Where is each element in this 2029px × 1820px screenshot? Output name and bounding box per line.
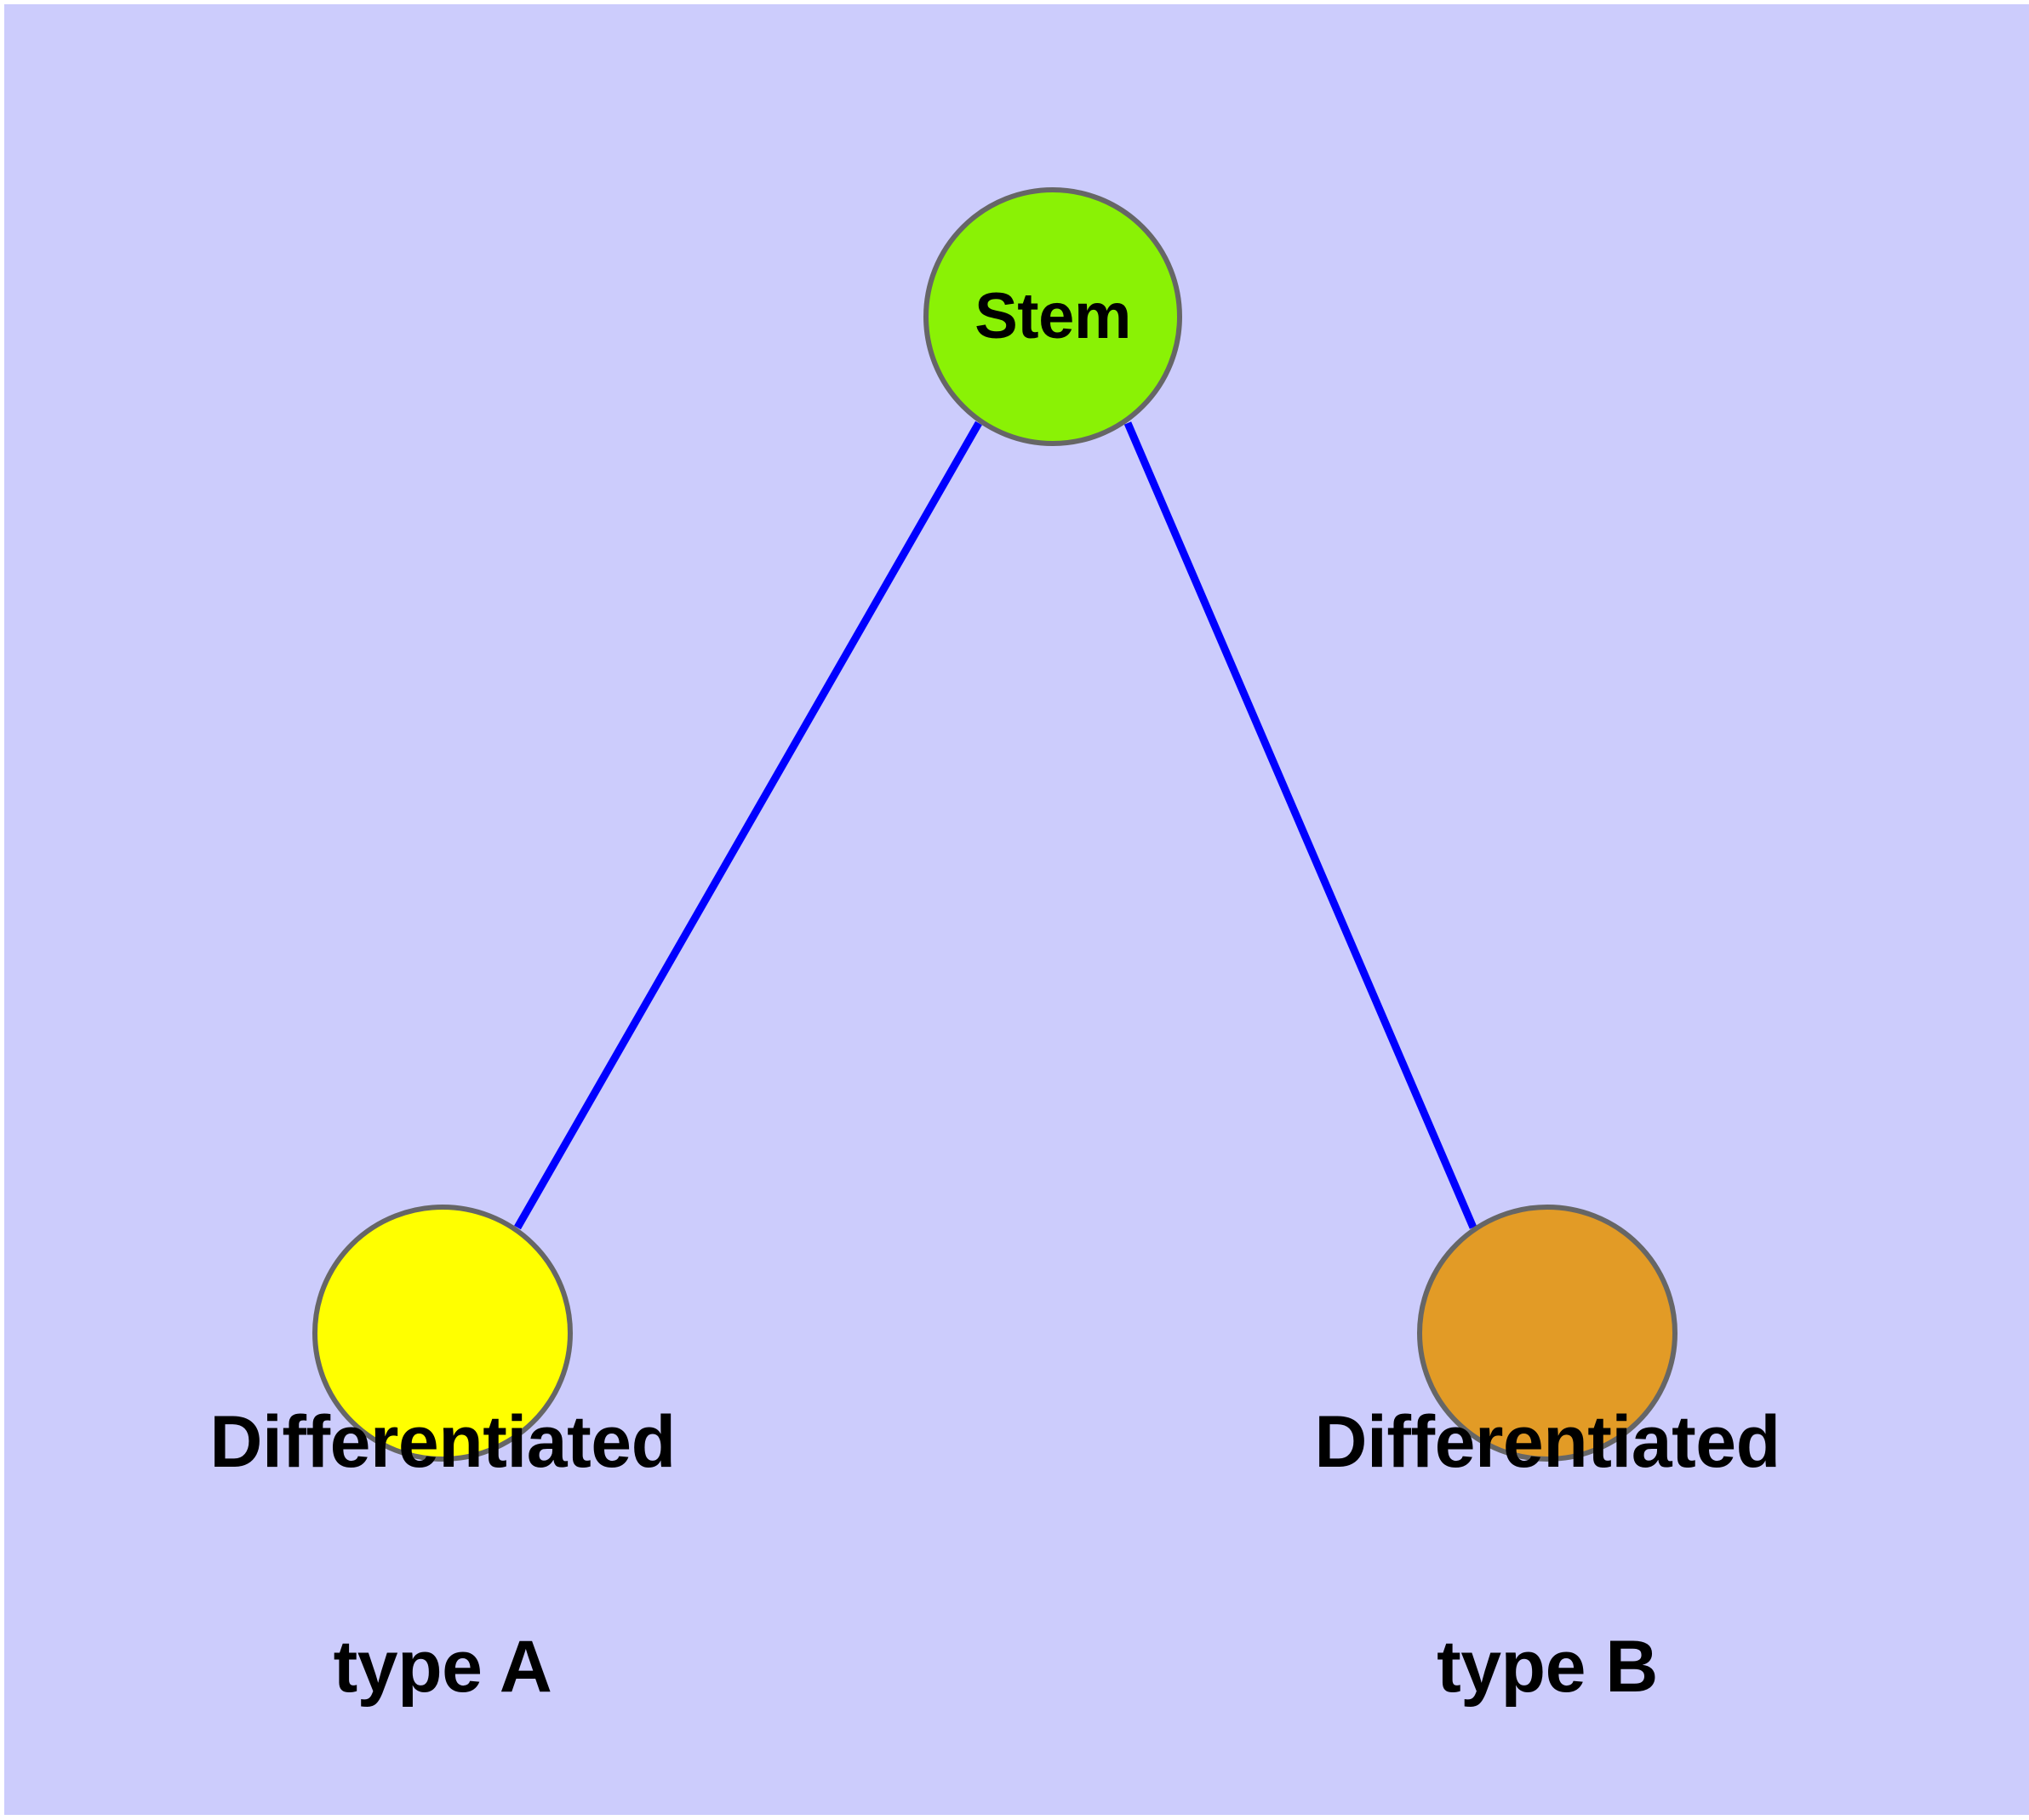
edge-stem-to-type-a[interactable] [514,421,982,1230]
node-differentiated-type-b[interactable] [1417,1205,1677,1462]
node-layer [312,187,1677,1462]
node-differentiated-type-a[interactable] [312,1205,573,1462]
edge-layer [514,421,1477,1230]
node-stem[interactable] [923,187,1182,446]
edge-stem-to-type-b[interactable] [1123,421,1477,1229]
